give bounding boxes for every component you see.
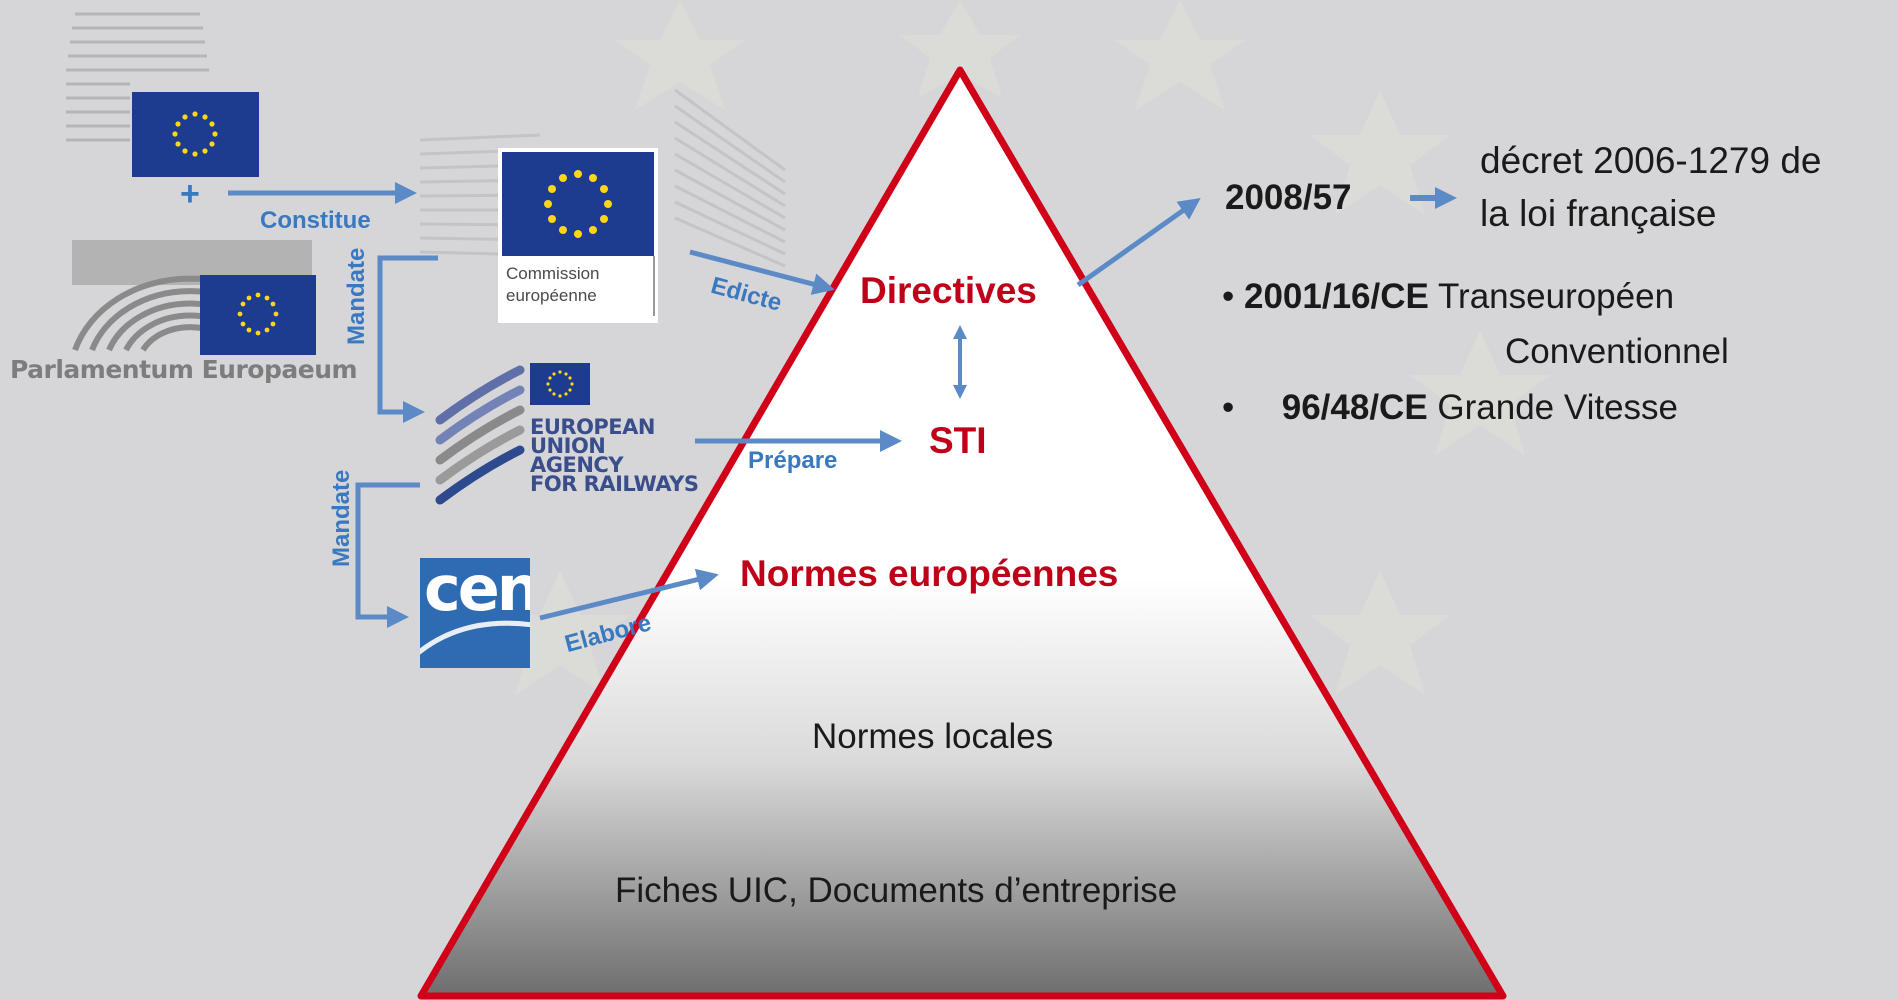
arrow-edicte: [689, 249, 835, 295]
directive-item-2: • 96/48/CE Grande Vitesse: [1222, 388, 1678, 428]
cen-logo: cen: [420, 558, 530, 668]
eu-stars-icon: [237, 292, 279, 336]
agency-swoosh-icon: [435, 365, 525, 505]
bullet: •: [1222, 277, 1235, 316]
bullet: •: [1222, 388, 1235, 427]
eu-stars-icon: [546, 370, 574, 398]
pyramid-sti: STI: [929, 420, 987, 461]
directive-item-1-line2: Conventionnel: [1505, 332, 1729, 371]
pyramid-directives: Directives: [860, 270, 1037, 311]
arrow-directives-2008: [1076, 197, 1201, 288]
agency-line4: FOR RAILWAYS: [530, 472, 699, 496]
arrow-elabore: [539, 568, 719, 621]
pyramid-normes-locales: Normes locales: [812, 717, 1054, 756]
parliament-name: Parlamentum Europaeum: [10, 355, 358, 384]
label-mandate-2: Mandate: [328, 469, 355, 567]
agency-flag: [530, 363, 590, 405]
directive-text-2001: Transeuropéen: [1437, 277, 1675, 316]
arrow-mandate-1: [377, 255, 438, 423]
label-prepare: Prépare: [748, 447, 838, 474]
directive-text-96: Grande Vitesse: [1437, 388, 1679, 427]
agency-line1: EUROPEAN: [530, 415, 655, 439]
commission-card: Commission européenne: [498, 148, 658, 323]
parliament-logo: + Parlamentum Europaeum: [0, 0, 358, 400]
directive-item-1: • 2001/16/CE Transeuropéen: [1222, 277, 1674, 317]
agency-line2: UNION: [530, 434, 606, 458]
directive-2008-57: 2008/57: [1225, 178, 1352, 217]
eu-stars-icon: [544, 170, 612, 238]
commission-flag: [502, 152, 654, 256]
pyramid-normes-europeennes: Normes européennes: [740, 553, 1119, 594]
commission-divider: [653, 256, 655, 316]
commission-logo: Commission européenne: [420, 70, 800, 340]
pyramid-fiches: Fiches UIC, Documents d’entreprise: [615, 871, 1178, 910]
decret-line1: décret 2006-1279 de: [1480, 140, 1822, 181]
eu-flag-bottom: [200, 275, 316, 355]
agency-line3: AGENCY: [530, 453, 624, 477]
eu-stars-icon: [172, 111, 218, 157]
label-mandate-1: Mandate: [343, 247, 370, 345]
directive-code-96: 96/48/CE: [1281, 388, 1428, 427]
cen-swoosh-icon: [420, 620, 530, 655]
commission-line2: européenne: [506, 286, 597, 305]
commission-line1: Commission: [506, 264, 600, 283]
agency-logo: EUROPEAN UNION AGENCY FOR RAILWAYS: [430, 360, 700, 520]
cen-text: cen: [424, 558, 530, 625]
pyramid: [417, 66, 1507, 1000]
directive-code-2001: 2001/16/CE: [1244, 277, 1429, 316]
eu-flag-top: [132, 92, 259, 177]
arrow-mandate-2: [355, 482, 420, 628]
label-constitue: Constitue: [260, 207, 371, 234]
decret-line2: la loi française: [1480, 193, 1717, 234]
plus-sign: +: [180, 175, 200, 213]
